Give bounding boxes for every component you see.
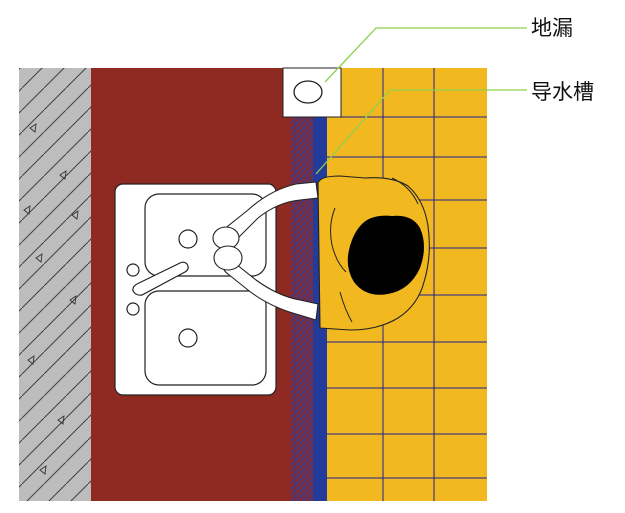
concrete-wall xyxy=(19,68,91,501)
faucet-icon xyxy=(132,261,189,296)
person-icon xyxy=(212,175,430,331)
floor-drain-label: 地漏 xyxy=(531,16,573,40)
drainage-channel-label: 导水槽 xyxy=(531,80,594,104)
floor-drain-icon xyxy=(282,67,342,118)
callout-lines xyxy=(315,27,527,175)
